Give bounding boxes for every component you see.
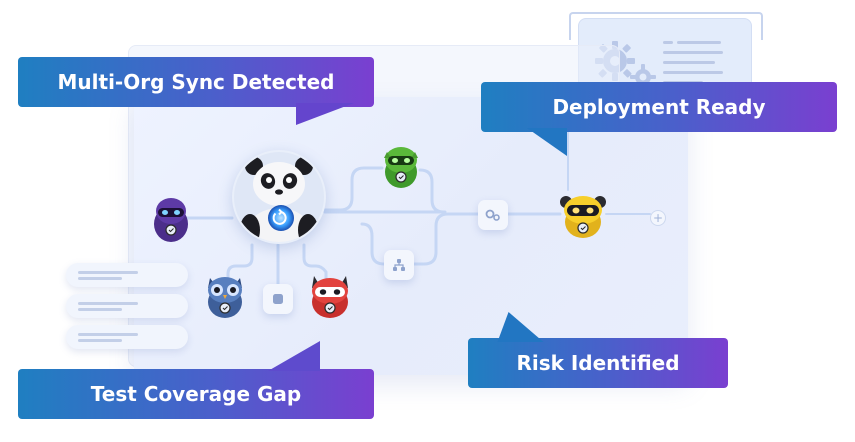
side-card-2 <box>66 294 188 318</box>
avatar-purple-bot[interactable] <box>148 194 194 244</box>
avatar-yellow-bot[interactable] <box>558 190 608 240</box>
gears-icon <box>485 209 500 221</box>
square-icon <box>273 294 283 304</box>
callout-multi-org-label: Multi-Org Sync Detected <box>57 70 335 94</box>
stop-node[interactable] <box>263 284 293 314</box>
avatar-red-bot[interactable] <box>306 272 354 320</box>
callout-risk-label: Risk Identified <box>516 351 680 375</box>
hierarchy-icon <box>393 259 405 271</box>
callout-multi-org: Multi-Org Sync Detected <box>18 57 374 125</box>
callout-risk: Risk Identified <box>468 312 728 388</box>
hierarchy-node[interactable] <box>384 250 414 280</box>
avatar-panda[interactable] <box>232 150 326 244</box>
avatar-green-bot[interactable] <box>380 144 422 190</box>
doc-card-bracket <box>569 12 763 40</box>
side-card-3 <box>66 325 188 349</box>
callout-deployment: Deployment Ready <box>481 82 837 156</box>
add-node-button[interactable]: + <box>650 210 666 226</box>
callout-coverage: Test Coverage Gap <box>18 341 374 419</box>
workflow-panel <box>134 97 688 375</box>
sync-icon <box>272 208 287 225</box>
side-card-1 <box>66 263 188 287</box>
callout-coverage-label: Test Coverage Gap <box>90 382 302 406</box>
avatar-owl-bot[interactable] <box>202 272 248 320</box>
callout-deployment-label: Deployment Ready <box>552 95 766 119</box>
gears-node[interactable] <box>478 200 508 230</box>
